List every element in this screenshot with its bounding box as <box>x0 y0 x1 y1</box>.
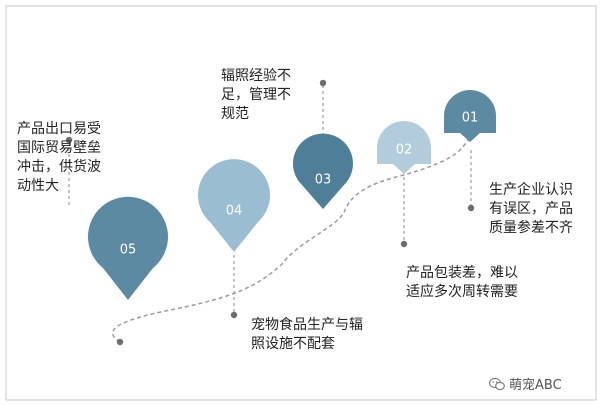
pin-02: 02 <box>377 121 431 174</box>
label-02: 产品包装差，难以 适应多次周转需要 <box>406 265 518 300</box>
pin-01: 01 <box>444 90 496 142</box>
connector-dot-02 <box>400 240 408 248</box>
pin-01-number: 01 <box>462 111 479 126</box>
watermark-text: 萌宠ABC <box>509 378 562 393</box>
connector-dot-05 <box>65 136 73 144</box>
connector-dot-03 <box>319 79 327 87</box>
frame-border <box>5 5 597 401</box>
label-01: 生产企业认识 有误区，产品 质量参差不齐 <box>489 182 573 236</box>
pin-05: 05 <box>88 196 168 300</box>
pin-03-number: 03 <box>315 173 332 188</box>
pin-04: 04 <box>197 159 270 252</box>
wechat-icon <box>489 377 505 390</box>
pin-05-number: 05 <box>120 243 137 258</box>
label-03: 辐照经验不 足，管理不 规范 <box>221 68 291 122</box>
pin-03: 03 <box>293 133 353 209</box>
wavy-dashed-path <box>111 121 477 343</box>
label-05: 产品出口易受 国际贸易壁垒 冲击，供货波 动性大 <box>17 121 101 194</box>
connector-dot-04 <box>230 311 238 319</box>
watermark: 萌宠ABC <box>489 374 562 393</box>
pin-04-number: 04 <box>226 204 243 219</box>
pin-02-number: 02 <box>396 143 413 158</box>
path-start-dot <box>116 338 124 346</box>
label-04: 宠物食品生产与辐 照设施不配套 <box>251 317 363 352</box>
connector-dot-01 <box>467 204 475 212</box>
